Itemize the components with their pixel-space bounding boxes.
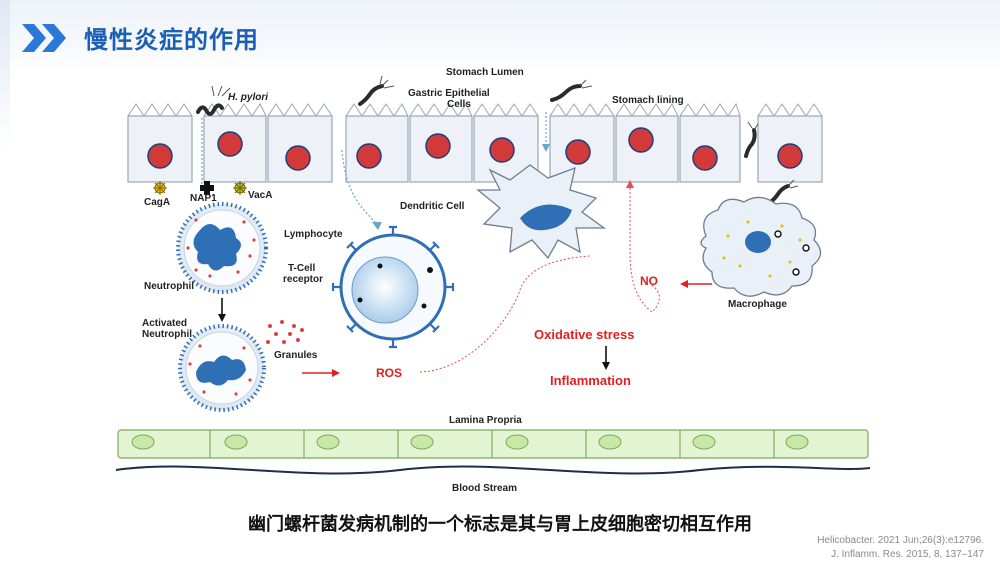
- label-caga: CagA: [144, 197, 170, 208]
- epithelial-cell: [679, 102, 741, 183]
- dotted-arrow: [629, 251, 660, 313]
- slide-caption: 幽门螺杆菌发病机制的一个标志是其与胃上皮细胞密切相互作用: [248, 514, 752, 535]
- arrow-head: [542, 144, 550, 152]
- label-blood-stream: Blood Stream: [452, 483, 517, 494]
- dotted-arrow: [341, 149, 379, 227]
- arrow-head: [218, 314, 226, 322]
- label-vaca: VacA: [248, 190, 272, 201]
- reference-item: Helicobacter. 2021 Jun;26(3):e12796.: [817, 535, 984, 546]
- lymphocyte: [331, 225, 455, 349]
- label-macrophage: Macrophage: [728, 299, 787, 310]
- epithelial-cell: [549, 103, 615, 183]
- h-pylori-bacterium: [766, 179, 799, 206]
- h-pylori-bacterium: [358, 75, 395, 106]
- lamina-propria-layer: [117, 429, 869, 459]
- arrow-head: [332, 369, 340, 377]
- epithelial-cell-row: [127, 102, 823, 183]
- epithelial-cell: [127, 103, 193, 183]
- h-pylori-bacterium: [196, 85, 231, 116]
- arrow-head: [372, 222, 382, 230]
- label-neutrophil: Neutrophil: [144, 281, 194, 292]
- dotted-arrow: [419, 255, 591, 373]
- vaca-icon: [233, 181, 247, 195]
- label-gastric-cells: Cells: [447, 99, 471, 110]
- label-dendritic-cell: Dendritic Cell: [400, 201, 465, 212]
- label-lamina-propria: Lamina Propria: [449, 415, 522, 426]
- epithelial-cell: [345, 103, 409, 183]
- label-ros: ROS: [376, 366, 402, 380]
- blood-stream-line: [115, 465, 871, 475]
- nap1-icon: [200, 181, 214, 195]
- granules: [266, 320, 304, 344]
- references: Helicobacter. 2021 Jun;26(3):e12796. J. …: [817, 534, 984, 562]
- dendritic-cell: [476, 164, 606, 260]
- arrow-head: [602, 362, 610, 370]
- label-oxidative-stress: Oxidative stress: [534, 327, 634, 342]
- double-chevron-icon: [22, 24, 66, 52]
- label-tcell: T-Cell: [288, 263, 315, 274]
- label-nap1: NAP1: [190, 193, 217, 204]
- pathogenesis-diagram: Stomach Lumen H. pylori Gastric Epitheli…: [115, 67, 871, 494]
- label-activated-neutrophil: Neutrophil: [142, 329, 192, 340]
- label-lymphocyte: Lymphocyte: [284, 229, 343, 240]
- label-h-pylori: H. pylori: [228, 92, 268, 103]
- epithelial-cell: [615, 103, 679, 183]
- label-activated: Activated: [142, 318, 187, 329]
- label-gastric-epithelial: Gastric Epithelial: [408, 88, 490, 99]
- page-title: 慢性炎症的作用: [84, 26, 259, 54]
- macrophage: [700, 196, 822, 297]
- epithelial-cell: [473, 103, 539, 183]
- label-inflammation: Inflammation: [550, 373, 631, 388]
- epithelial-cell: [757, 103, 823, 183]
- epithelial-cell: [409, 103, 473, 183]
- left-accent: [0, 0, 10, 150]
- epithelial-cell: [267, 103, 333, 183]
- arrow-head: [680, 280, 688, 288]
- activated-neutrophil: [178, 324, 266, 412]
- h-pylori-bacterium: [550, 79, 593, 102]
- reference-item: J. Inflamm. Res. 2015, 8, 137–147: [831, 549, 984, 560]
- caga-icon: [153, 181, 167, 195]
- arrow-head: [626, 180, 634, 188]
- h-pylori-bacterium: [744, 121, 759, 158]
- epithelial-cell: [203, 103, 267, 183]
- label-tcell-receptor: receptor: [283, 274, 323, 285]
- header-bar: [0, 0, 1000, 72]
- neutrophil: [176, 202, 268, 294]
- label-no: NO: [640, 274, 658, 288]
- label-granules: Granules: [274, 350, 318, 361]
- label-stomach-lining: Stomach lining: [612, 95, 684, 106]
- label-stomach-lumen: Stomach Lumen: [446, 67, 524, 78]
